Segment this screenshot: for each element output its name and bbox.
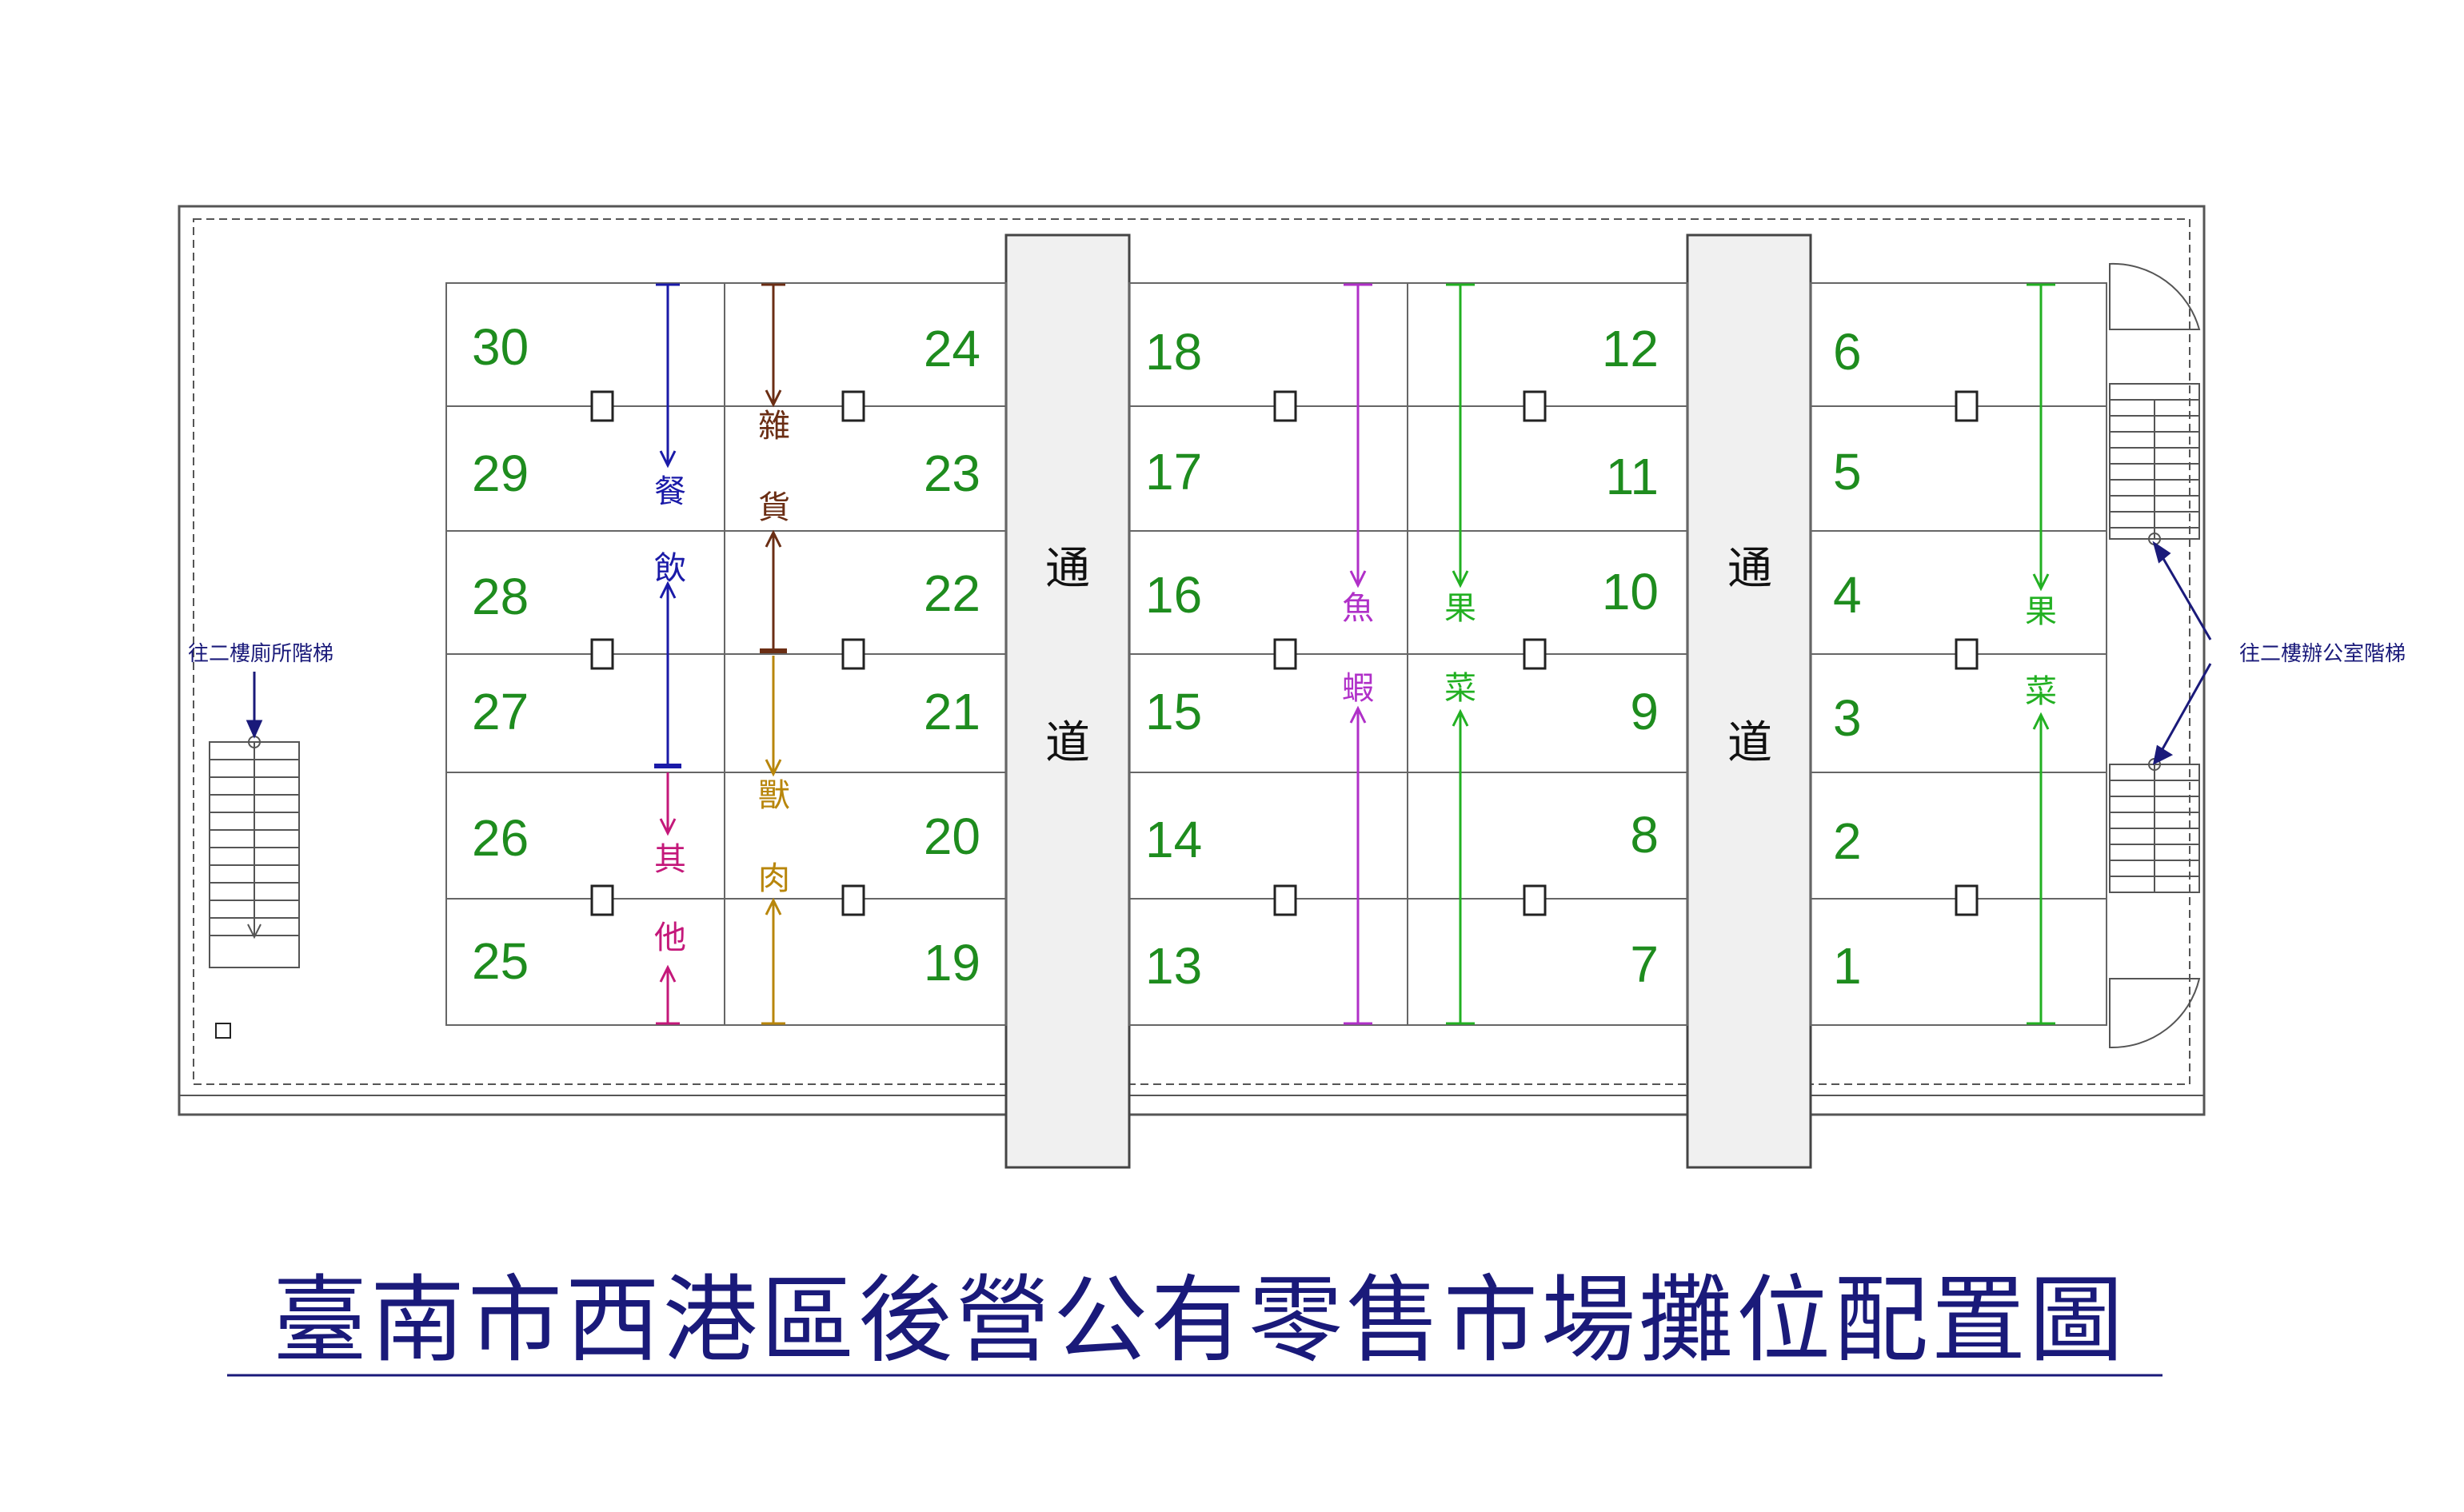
- stall-number: 22: [924, 565, 980, 622]
- stall-number: 1: [1833, 937, 1862, 995]
- zone-labels: 餐 飲 其 他 雜 貨 獸 肉 魚 蝦 果 菜 果 菜: [654, 408, 2057, 956]
- stall-number: 8: [1630, 806, 1659, 864]
- stall-number: 13: [1145, 937, 1202, 995]
- zone-fish-label: 魚: [1342, 590, 1374, 627]
- stall-number: 11: [1606, 448, 1659, 505]
- zone-produce-right-arrow: [2027, 283, 2055, 1025]
- stall-number: 6: [1833, 323, 1862, 381]
- stall-number: 19: [924, 934, 980, 991]
- stall-number: 20: [924, 808, 980, 865]
- aisle-left-char-1: 通: [1045, 543, 1090, 595]
- zone-arrows: [654, 283, 2055, 1025]
- plan-title: 臺南市西港區後營公有零售市場攤位配置圖: [273, 1265, 2127, 1375]
- left-staircase: [209, 736, 300, 968]
- stall-number: 2: [1833, 812, 1862, 870]
- stall-numbers: 30 29 28 27 26 25 24 23 22 21 20 19 18 1…: [472, 318, 1862, 995]
- stall-number: 30: [472, 318, 529, 376]
- aisle-left: [1004, 233, 1131, 1169]
- zone-produce-mid-label: 菜: [1444, 670, 1476, 707]
- zone-fish-label: 蝦: [1342, 670, 1374, 707]
- stall-number: 15: [1145, 683, 1202, 740]
- aisle-right-char-2: 道: [1727, 717, 1772, 769]
- zone-other-label: 他: [654, 920, 686, 956]
- stall-number: 16: [1145, 566, 1202, 624]
- zone-other-arrow: [656, 772, 680, 1025]
- aisle-right-char-1: 通: [1727, 543, 1772, 595]
- zone-catering-label: 飲: [654, 550, 686, 587]
- stall-number: 4: [1833, 566, 1862, 624]
- stall-number: 3: [1833, 689, 1862, 747]
- building-outline: [178, 205, 2206, 1116]
- zone-catering-arrow: [654, 283, 681, 768]
- zone-produce-mid-arrow: [1446, 283, 1475, 1025]
- stall-number: 27: [472, 683, 529, 740]
- stall-number: 26: [472, 809, 529, 867]
- zone-other-label: 其: [654, 841, 686, 878]
- stall-number: 10: [1602, 563, 1659, 620]
- stall-number: 14: [1145, 811, 1202, 868]
- zone-meat-label: 獸: [758, 777, 790, 814]
- aisle-left-char-2: 道: [1045, 717, 1090, 769]
- callout-arrows: [246, 541, 2212, 765]
- stall-number: 7: [1630, 936, 1659, 993]
- zone-meat-label: 肉: [758, 860, 790, 897]
- zone-produce-right-label: 果: [2025, 593, 2057, 630]
- zone-catering-label: 餐: [654, 473, 686, 510]
- zone-fish-arrow: [1344, 283, 1372, 1025]
- left-stair-note: 往二樓廁所階梯: [188, 642, 333, 666]
- zone-produce-mid-label: 果: [1444, 590, 1476, 627]
- zone-meat-arrow: [761, 656, 785, 1025]
- columns: [215, 390, 1979, 1039]
- stall-number: 18: [1145, 323, 1202, 381]
- stall-number: 12: [1602, 320, 1659, 377]
- stall-number: 29: [472, 445, 529, 502]
- right-stair-note: 往二樓辦公室階梯: [2239, 642, 2406, 666]
- stall-number: 28: [472, 568, 529, 625]
- stall-number: 5: [1833, 443, 1862, 501]
- stall-number: 25: [472, 932, 529, 990]
- stall-grid: [445, 282, 2107, 1026]
- zone-produce-right-label: 菜: [2025, 673, 2057, 710]
- stall-number: 21: [924, 683, 980, 740]
- right-staircases: [2109, 262, 2201, 1049]
- aisle-right: [1686, 233, 1812, 1169]
- stall-number: 17: [1145, 443, 1202, 501]
- stall-number: 24: [924, 320, 980, 377]
- stall-number: 23: [924, 445, 980, 502]
- zone-grocery-label: 貨: [758, 489, 790, 526]
- zone-grocery-arrow: [760, 283, 787, 653]
- zone-grocery-label: 雜: [758, 408, 790, 445]
- stall-number: 9: [1630, 683, 1659, 740]
